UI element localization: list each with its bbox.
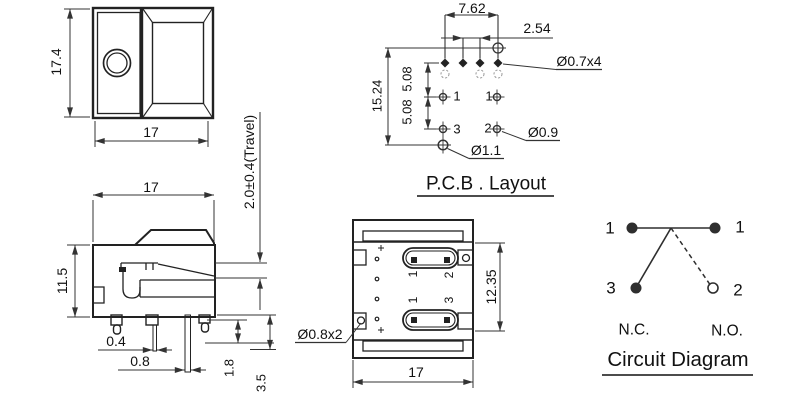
terminal-slot-bottom <box>402 309 459 331</box>
bottom-view-width-dim: 17 <box>408 364 424 380</box>
bottom-pin1-top-label: 1 <box>406 270 420 278</box>
mount-hole-bottom <box>356 316 366 325</box>
bottom-view-drawing <box>295 219 505 388</box>
bottom-pin2-label: 2 <box>442 271 456 279</box>
side-view-body <box>92 244 216 318</box>
nc-label: N.C. <box>618 321 650 339</box>
pin-short-len-dim: 1.8 <box>221 358 237 378</box>
side-view-width-dim: 17 <box>143 179 159 195</box>
circuit-node-nc <box>630 282 642 294</box>
circuit-node-common-left <box>626 222 638 234</box>
circuit-pin1-right-label: 1 <box>735 217 745 237</box>
pcb-hole-top-label: Ø0.7x4 <box>556 53 602 69</box>
pcb-row2-dim: 5.08 <box>399 99 415 125</box>
bottom-pin1-bottom-label: 1 <box>406 296 420 304</box>
pcb-span-dim: 7.62 <box>458 0 486 16</box>
travel-dim: 2.0±0.4(Travel) <box>241 114 257 210</box>
circuit-pin2-label: 2 <box>733 280 743 300</box>
pcb-pin1-left-label: 1 <box>453 88 461 104</box>
circuit-diagram-drawing <box>602 222 753 376</box>
pcb-pin1-right-label: 1 <box>485 88 493 104</box>
push-button-circle <box>102 48 132 78</box>
pin-long-len-dim: 3.5 <box>253 373 269 393</box>
mount-hole-top <box>461 253 471 263</box>
pcb-pitch-dim: 2.54 <box>523 20 551 36</box>
side-view-pins <box>110 314 211 373</box>
bottom-view-hole-label: Ø0.8x2 <box>297 326 343 342</box>
pcb-pad-row <box>440 58 503 68</box>
circuit-pin3-label: 3 <box>606 278 616 298</box>
top-view-width-dim: 17 <box>143 124 159 140</box>
pcb-pin3-label: 3 <box>453 121 461 137</box>
bottom-view-height-dim: 12.35 <box>483 269 499 305</box>
circuit-pin1-left-label: 1 <box>605 218 615 238</box>
circuit-diagram-title: Circuit Diagram <box>607 347 749 371</box>
terminal-slot-top <box>402 247 459 269</box>
pcb-hole-bottom-label: Ø1.1 <box>470 142 502 158</box>
pcb-layout-drawing <box>385 12 602 197</box>
pcb-pin2-label: 2 <box>484 120 492 136</box>
circuit-node-common-right <box>709 222 721 234</box>
pin-wide-width-dim: 0.8 <box>130 353 150 369</box>
side-view-height-dim: 11.5 <box>54 267 70 295</box>
bottom-pin3-label: 3 <box>442 296 456 304</box>
top-view-body <box>91 6 215 120</box>
top-view-drawing <box>64 6 215 147</box>
bottom-view-body <box>352 219 474 359</box>
pcb-layout-title: P.C.B . Layout <box>425 173 547 195</box>
pcb-height-dim: 15.24 <box>369 79 385 113</box>
pin-thin-width-dim: 0.4 <box>106 333 126 349</box>
side-view-drawing <box>67 112 276 373</box>
pcb-row1-dim: 5.08 <box>399 66 415 92</box>
top-view-height-dim: 17.4 <box>48 48 64 76</box>
circuit-node-no <box>707 282 719 294</box>
pcb-hole-top-right <box>492 42 504 54</box>
top-view-keycap <box>151 21 205 105</box>
no-label: N.O. <box>711 322 743 340</box>
pcb-hole-mid-label: Ø0.9 <box>527 124 559 140</box>
